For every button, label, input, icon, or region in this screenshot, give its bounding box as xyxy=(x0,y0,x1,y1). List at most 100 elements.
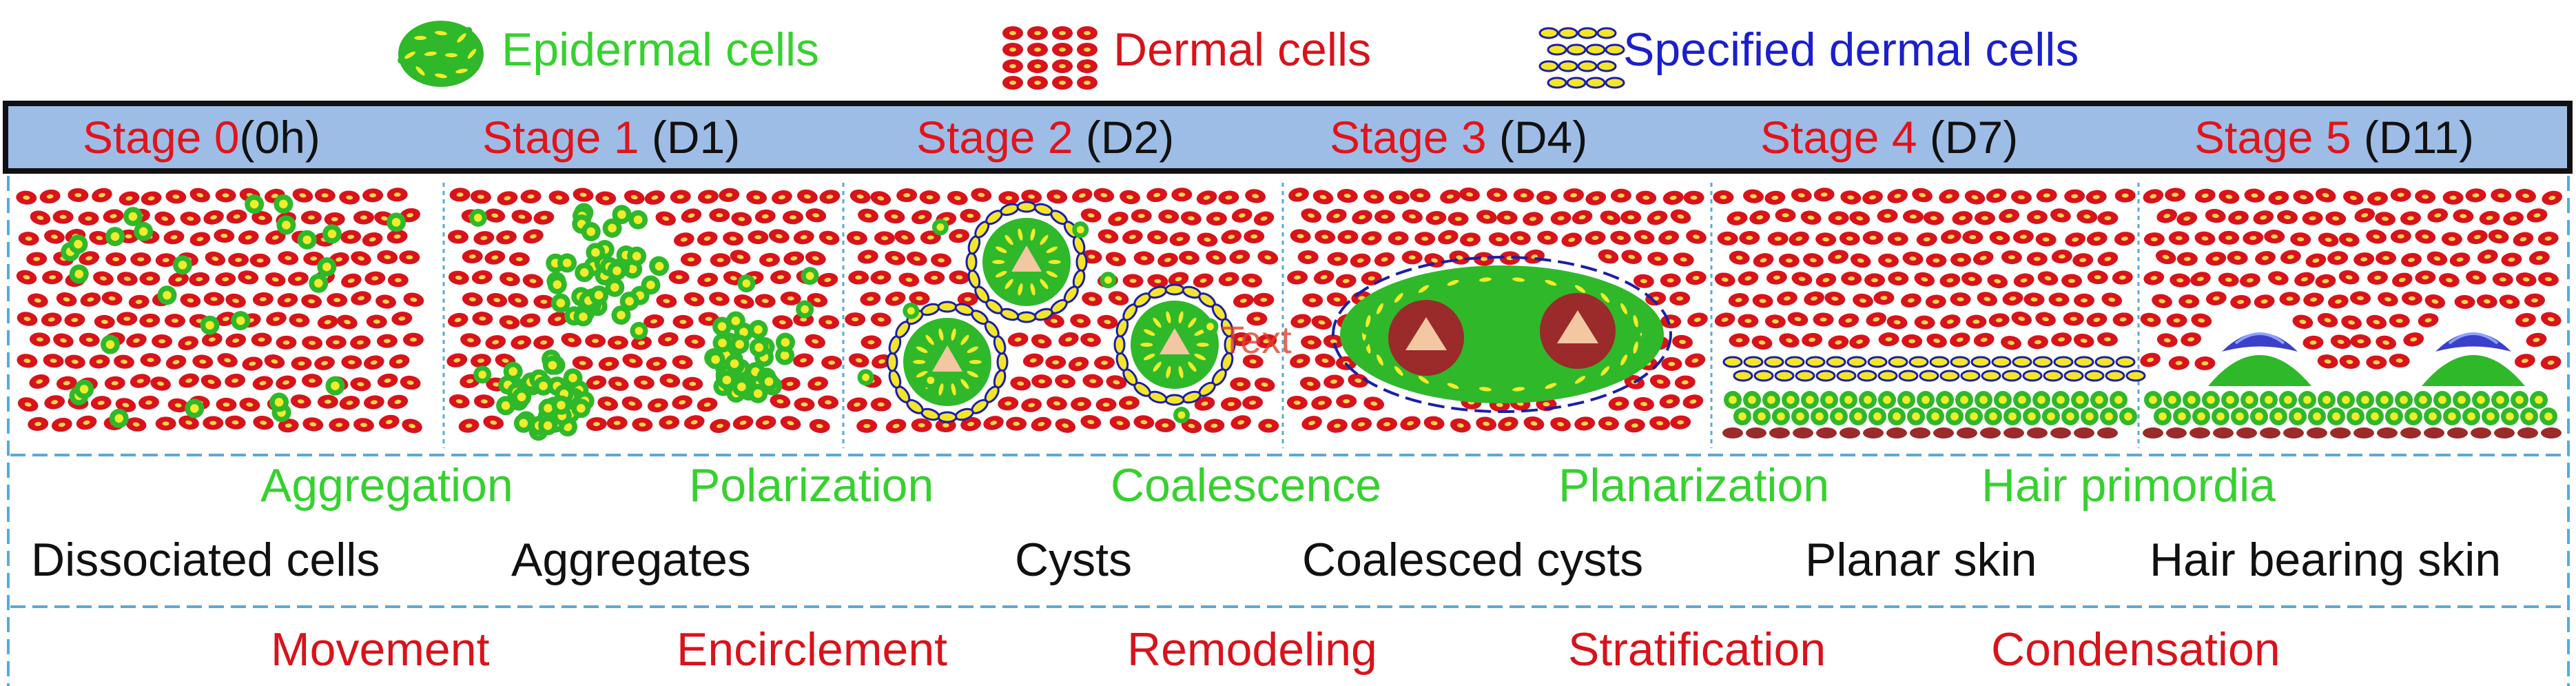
mechanism-label-0: Movement xyxy=(271,623,490,676)
dermal-cell-nucleus xyxy=(2310,297,2318,302)
panel-stage-1 xyxy=(446,188,843,441)
epidermal-cell-core xyxy=(550,259,560,268)
epidermal-cell-core xyxy=(586,227,596,236)
epidermal-cell-core xyxy=(2057,396,2065,404)
dermal-cell-nucleus xyxy=(1038,421,1045,427)
dermal-cell-nucleus xyxy=(2119,275,2126,280)
dermal-cell-nucleus xyxy=(1088,254,1095,259)
specified-dermal-cell xyxy=(2012,356,2032,368)
dermal-cell-nucleus xyxy=(46,194,54,199)
epidermal-cell-core xyxy=(2245,396,2254,404)
dermal-cell-nucleus xyxy=(2094,275,2101,280)
dermal-cell-nucleus xyxy=(284,298,291,303)
epidermal-cell-core xyxy=(1912,412,1920,421)
dermal-cell-nucleus xyxy=(258,337,265,342)
dermal-cell-nucleus xyxy=(2497,193,2505,198)
dermal-cell-nucleus xyxy=(1640,234,1648,240)
epidermal-cell-core xyxy=(625,296,634,306)
specified-dermal-cell xyxy=(1605,77,1625,89)
dermal-cell-nucleus xyxy=(108,296,116,301)
epidermal-cell-core xyxy=(628,264,637,274)
dermal-cell-nucleus xyxy=(384,254,391,259)
dermal-cell-nucleus xyxy=(1773,275,1780,280)
epidermal-cell-core xyxy=(579,268,589,277)
dermal-cell-nucleus xyxy=(1759,299,1766,303)
dermal-cell-nucleus xyxy=(360,423,367,427)
dermal-cell-nucleus xyxy=(310,256,318,261)
dermal-cell-nucleus xyxy=(2121,193,2129,198)
dermal-cell-nucleus xyxy=(1029,358,1037,363)
dermal-cell-nucleus xyxy=(1653,215,1661,221)
dermal-cell-nucleus xyxy=(382,299,389,304)
specified-dermal-cell xyxy=(1072,235,1086,255)
dermal-cell-nucleus xyxy=(2121,236,2128,241)
specified-dermal-cell xyxy=(1016,201,1037,213)
dermal-cell-nucleus xyxy=(2520,236,2527,242)
epidermal-cell-core xyxy=(1777,412,1785,421)
dermal-cell-nucleus xyxy=(1921,320,1928,325)
dermal-cell-nucleus xyxy=(2424,318,2432,323)
dermal-cell-nucleus xyxy=(664,336,672,342)
dermal-cell-nucleus xyxy=(2262,256,2269,261)
stage-time: (D4) xyxy=(1487,112,1588,163)
dermal-cell-nucleus xyxy=(2324,359,2331,364)
specified-dermal-cell xyxy=(1753,370,1774,382)
dermal-cell-nucleus xyxy=(638,341,646,345)
dermal-cell-nucleus xyxy=(2312,258,2320,263)
basal-cell xyxy=(1816,427,1837,438)
dermal-cell-nucleus xyxy=(2284,214,2291,219)
dermal-cell-nucleus xyxy=(1333,423,1341,428)
dermal-cell-nucleus xyxy=(1252,194,1259,199)
dermal-cell-nucleus xyxy=(2150,276,2158,281)
dermal-cell-nucleus xyxy=(1721,317,1729,322)
epidermal-cell-core xyxy=(2255,412,2263,421)
specified-dermal-cell xyxy=(1939,370,1960,382)
epidermal-cell-core xyxy=(591,248,600,257)
dermal-cell-nucleus xyxy=(465,423,473,428)
dermal-cell-nucleus xyxy=(33,256,41,261)
dermal-cell-nucleus xyxy=(478,275,486,280)
dermal-cell-nucleus xyxy=(1665,235,1673,240)
dermal-cell-nucleus xyxy=(321,361,329,365)
specified-dermal-cell xyxy=(1764,356,1784,368)
dermal-cell-nucleus xyxy=(1520,193,1527,198)
dermal-cell-nucleus xyxy=(324,320,331,325)
dermal-cell-nucleus xyxy=(2173,318,2181,323)
dermal-cell-nucleus xyxy=(2093,236,2101,241)
dermal-cell-nucleus xyxy=(207,379,215,384)
dermal-cell-nucleus xyxy=(1087,337,1095,342)
dermal-cell-nucleus xyxy=(468,254,476,259)
epidermal-cell-core xyxy=(1376,303,1383,314)
dermal-cell-nucleus xyxy=(2104,216,2112,221)
dermal-cell-nucleus xyxy=(1679,339,1687,344)
dermal-cell-nucleus xyxy=(321,193,329,198)
dermal-cell-nucleus xyxy=(406,213,414,218)
dermal-cell-nucleus xyxy=(1979,256,1987,261)
dermal-cell-nucleus xyxy=(1100,192,1108,198)
specified-dermal-cell xyxy=(1596,27,1617,39)
stage-name: Stage 2 xyxy=(916,112,1073,163)
epidermal-cell-core xyxy=(1960,396,1968,404)
dermal-cell-nucleus xyxy=(913,256,920,261)
epidermal-cell-core xyxy=(754,325,763,334)
dermal-cell-nucleus xyxy=(1995,318,2003,323)
epidermal-cell-core xyxy=(967,346,978,354)
dermal-cell-nucleus xyxy=(1946,278,1954,283)
process-label-3: Planarization xyxy=(1558,459,1829,512)
epidermal-cell-core xyxy=(2419,396,2427,404)
epidermal-cell-core xyxy=(1767,396,1775,404)
dermal-cell-nucleus xyxy=(133,338,140,343)
dermal-cell-nucleus xyxy=(1724,236,1731,241)
dermal-cell-nucleus xyxy=(1909,256,1917,261)
dermal-cell-nucleus xyxy=(1358,422,1366,427)
dermal-cell-nucleus xyxy=(493,382,500,387)
dermal-cell-nucleus xyxy=(615,381,622,386)
epidermal-cell-core xyxy=(508,367,517,376)
epidermal-cell-core xyxy=(327,229,337,239)
dermal-cell-nucleus xyxy=(639,422,646,427)
dermal-cell-nucleus xyxy=(101,319,108,324)
dermal-cell-nucleus xyxy=(666,379,674,383)
dermal-cell-nucleus xyxy=(1395,195,1403,200)
dermal-cell-nucleus xyxy=(1930,216,1937,221)
dermal-cell-nucleus xyxy=(1885,337,1893,342)
